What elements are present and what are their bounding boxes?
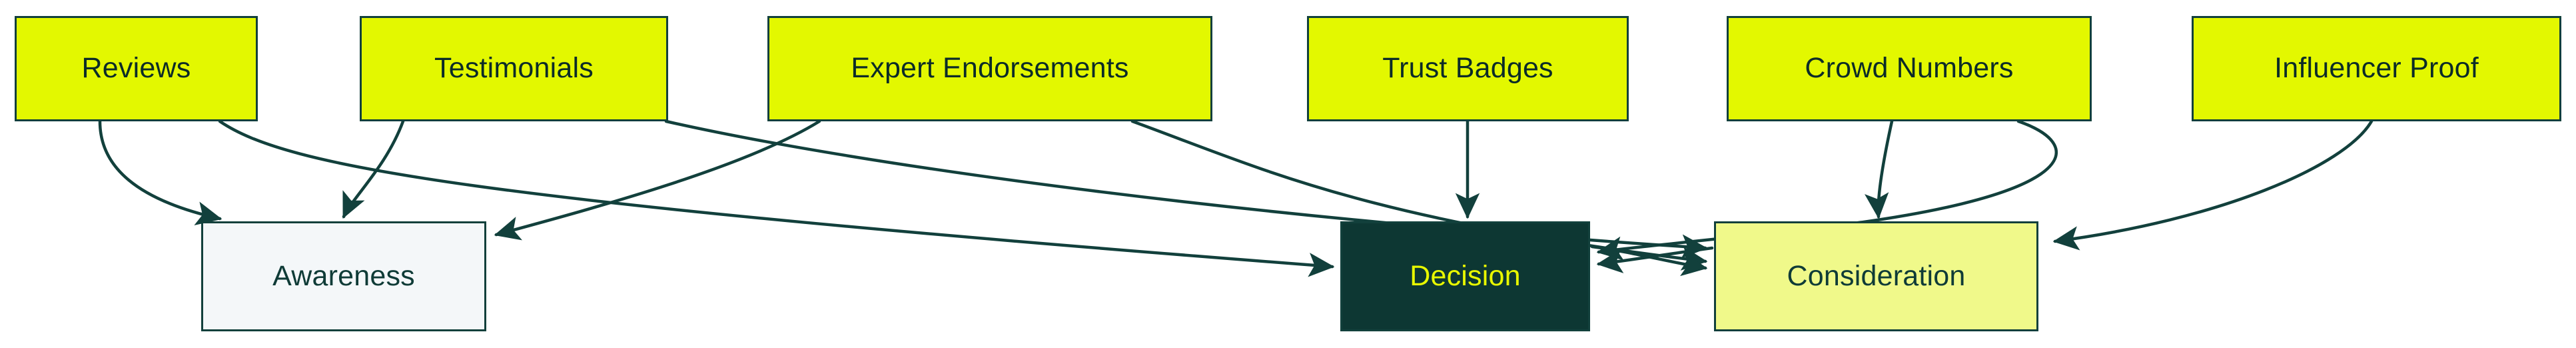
node-influencer-proof-label: Influencer Proof xyxy=(2274,52,2479,85)
node-influencer-proof[interactable]: Influencer Proof xyxy=(2192,16,2561,121)
node-testimonials[interactable]: Testimonials xyxy=(360,16,668,121)
edge-crowd-decision xyxy=(1596,119,2058,261)
edge-reviews-decision xyxy=(218,119,1335,277)
node-consideration[interactable]: Consideration xyxy=(1714,221,2038,331)
node-consideration-label: Consideration xyxy=(1787,259,1966,292)
node-awareness-label: Awareness xyxy=(272,259,415,292)
edge-crowd-consideration xyxy=(1865,119,1894,219)
node-crowd-numbers-label: Crowd Numbers xyxy=(1805,52,2014,85)
node-awareness[interactable]: Awareness xyxy=(201,221,486,331)
node-expert-endorsements[interactable]: Expert Endorsements xyxy=(767,16,1212,121)
node-decision-label: Decision xyxy=(1410,259,1521,292)
node-reviews-label: Reviews xyxy=(81,52,191,85)
edge-expert-awareness xyxy=(494,119,821,241)
node-testimonials-label: Testimonials xyxy=(434,52,594,85)
node-crowd-numbers[interactable]: Crowd Numbers xyxy=(1727,16,2092,121)
node-trust-badges[interactable]: Trust Badges xyxy=(1307,16,1629,121)
edge-influencer-consideration xyxy=(2052,119,2373,251)
node-expert-endorsements-label: Expert Endorsements xyxy=(851,52,1129,85)
edge-reviews-awareness xyxy=(98,119,222,226)
node-trust-badges-label: Trust Badges xyxy=(1382,52,1553,85)
edge-consideration-decision xyxy=(1596,246,1714,273)
node-reviews[interactable]: Reviews xyxy=(15,16,258,121)
node-decision[interactable]: Decision xyxy=(1340,221,1590,331)
edge-testimonials-awareness xyxy=(342,119,405,219)
